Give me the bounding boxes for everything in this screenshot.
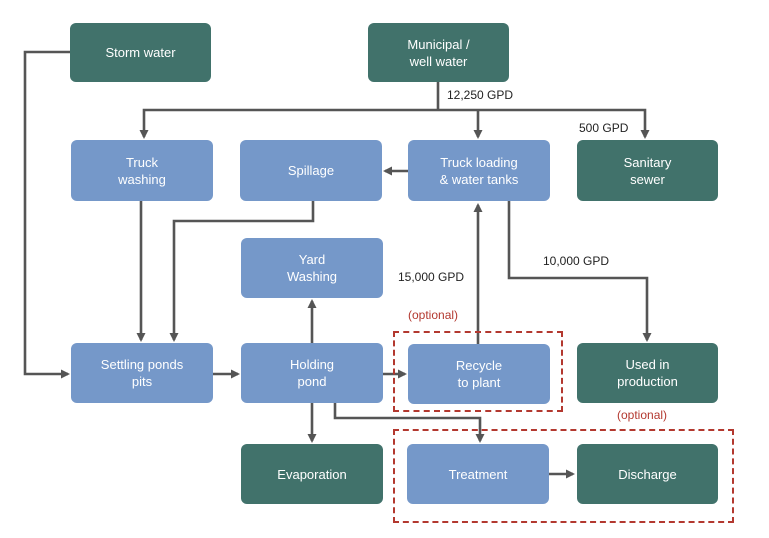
edge-loading-to-production [507,201,652,342]
node-evaporation: Evaporation [241,444,383,504]
node-used-in-production: Used in production [577,343,718,403]
node-discharge: Discharge [577,444,718,504]
edge-spillage-to-settling [169,201,315,342]
node-treatment: Treatment [407,444,549,504]
node-yard-washing: Yard Washing [241,238,383,298]
node-settling-ponds: Settling ponds pits [71,343,213,403]
node-sanitary-sewer: Sanitary sewer [577,140,718,201]
node-truck-loading: Truck loading & water tanks [408,140,550,201]
node-spillage: Spillage [240,140,382,201]
edge-to-sanitary-sewer [438,108,650,139]
edge-storm-to-settling [23,50,70,379]
label-optional-recycle: (optional) [408,308,459,322]
label-municipal-supply-gpd: 12,250 GPD [447,88,514,102]
node-holding-pond: Holding pond [241,343,383,403]
node-truck-washing: Truck washing [71,140,213,201]
label-production-gpd: 10,000 GPD [543,254,610,268]
node-storm-water: Storm water [70,23,211,82]
edge-to-truck-washing [139,108,438,139]
label-sanitary-gpd: 500 GPD [579,121,629,135]
optional-treatment-box [393,429,734,523]
node-recycle-to-plant: Recycle to plant [408,344,550,404]
optional-recycle-box [393,331,563,412]
label-optional-treatment: (optional) [617,408,668,422]
label-recycle-gpd: 15,000 GPD [398,270,465,284]
node-municipal-well-water: Municipal / well water [368,23,509,82]
